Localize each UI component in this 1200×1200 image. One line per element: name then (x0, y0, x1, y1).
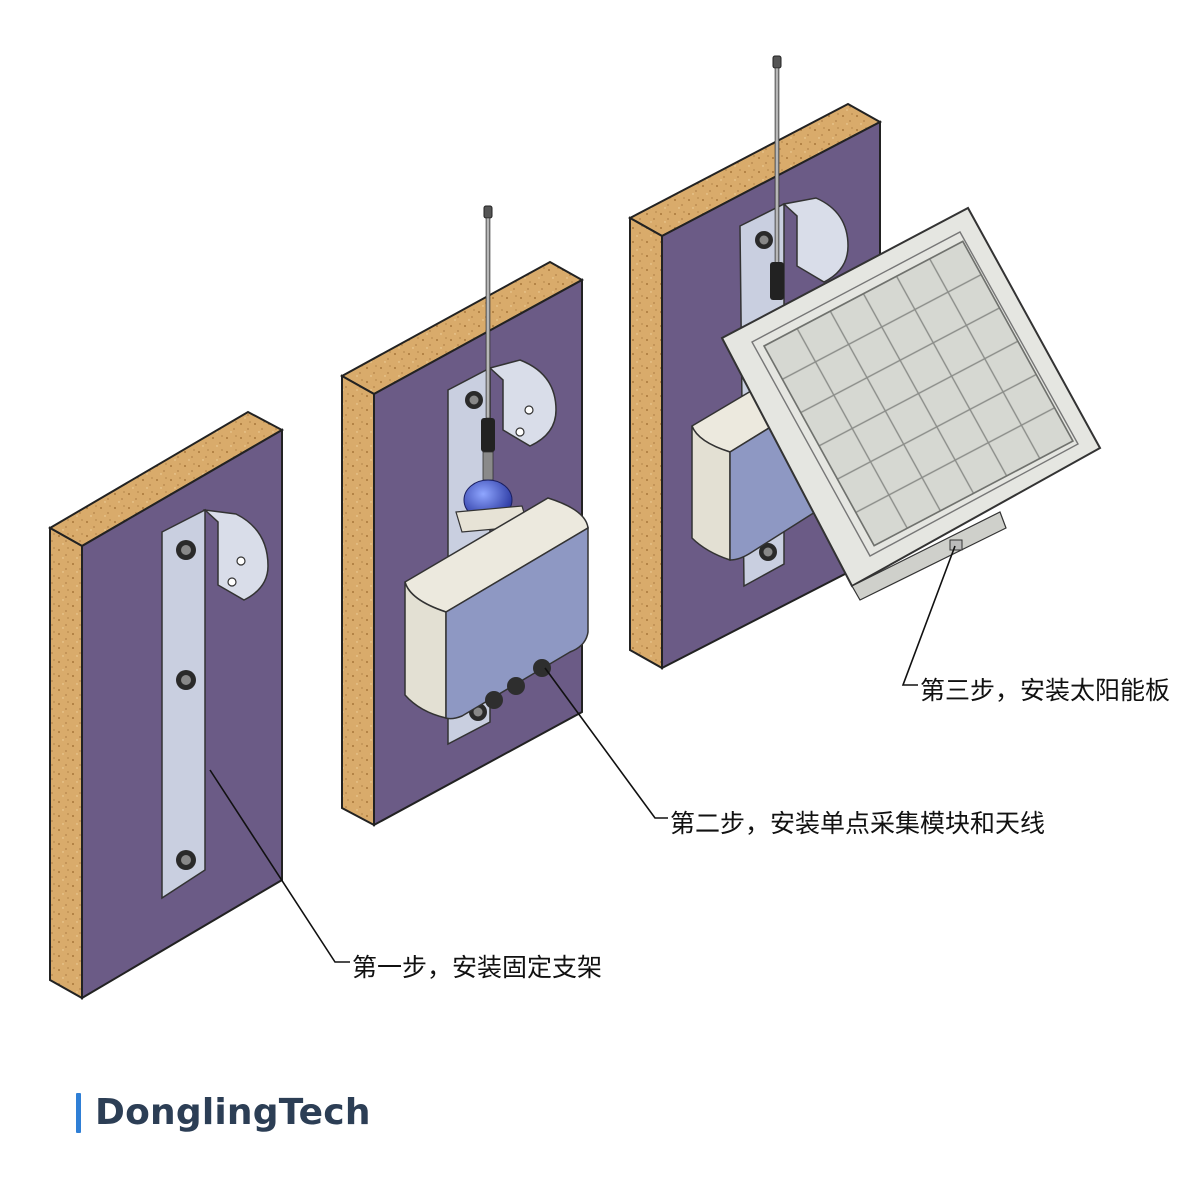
step1-label: 第一步，安装固定支架 (352, 953, 603, 982)
step3-antenna (770, 55, 784, 300)
bolt-bottom-step1 (176, 850, 196, 870)
step2-label: 第二步，安装单点采集模块和天线 (670, 809, 1046, 838)
bolt-mid-step1 (176, 670, 196, 690)
bolt-bottom-step3 (759, 543, 777, 561)
step1-bracket (161, 508, 269, 900)
step3-leader-line (901, 545, 956, 686)
brand-logo: DonglingTech (76, 1092, 371, 1133)
step1-leader-line (209, 769, 350, 963)
step2-antenna (455, 205, 529, 533)
bolt-top-step1 (176, 540, 196, 560)
brand-accent-bar (76, 1092, 81, 1133)
step2-leader-line (544, 667, 668, 819)
solar-cells (762, 240, 1075, 547)
solar-panel (720, 206, 1102, 601)
bolt-top-step2 (465, 391, 483, 409)
brand-name: DonglingTech (95, 1092, 371, 1133)
step1-bolts (176, 540, 196, 870)
bolt-top-step3 (755, 231, 773, 249)
cable-glands (485, 659, 551, 709)
step2-module (404, 497, 589, 720)
step3-label: 第三步，安装太阳能板 (920, 676, 1171, 705)
